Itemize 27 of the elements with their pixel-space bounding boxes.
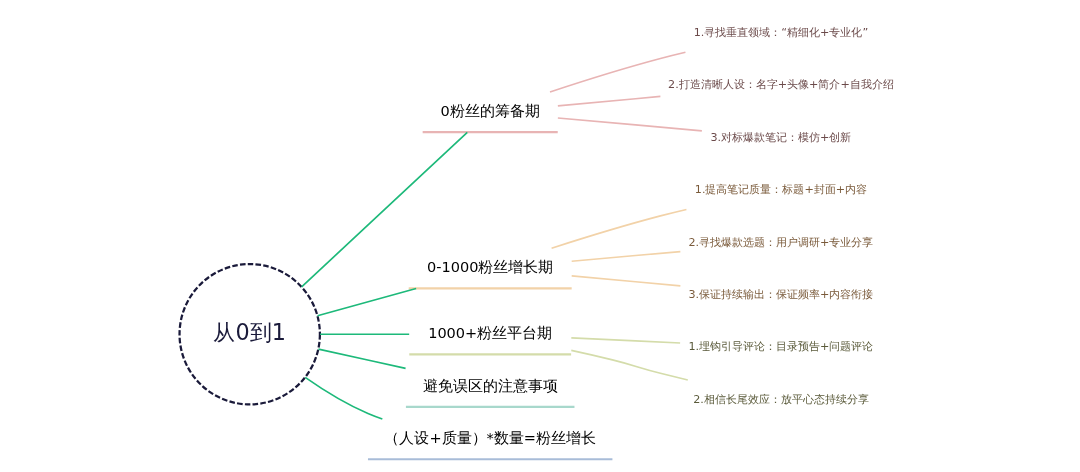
- connector: [316, 287, 417, 317]
- connector: [300, 131, 468, 288]
- connector: [569, 349, 689, 381]
- connector: [317, 348, 406, 370]
- connector: [550, 208, 687, 250]
- node-circle: 从0到1: [177, 262, 321, 406]
- node-text: 0粉丝的筹备期: [440, 102, 540, 119]
- node-text: 1000+粉丝平台期: [427, 325, 552, 342]
- connector: [303, 376, 383, 420]
- node-text: 2.打造清晰人设：名字+头像+简介+自我介绍: [667, 78, 894, 92]
- node-text: 1.提高笔记质量：标题+封面+内容: [694, 183, 867, 197]
- node-text: 1.埋钩引导评论：目录预告+问题评论: [687, 340, 873, 354]
- node-text: 0-1000粉丝增长期: [426, 259, 553, 276]
- connector: [548, 51, 686, 93]
- node-text: 1.寻找垂直领域：“精细化+专业化”: [693, 25, 868, 39]
- connector: [570, 275, 681, 287]
- connector: [556, 117, 703, 132]
- node-text: 3.对标爆款笔记：模仿+创新: [709, 130, 851, 144]
- node-text: 3.保证持续输出：保证频率+内容衔接: [687, 287, 873, 301]
- node-text: 避免误区的注意事项: [422, 377, 558, 394]
- node-text: 2.寻找爆款选题：用户调研+专业分享: [687, 235, 873, 249]
- connector: [570, 250, 681, 263]
- connector: [318, 333, 410, 336]
- node-text: 2.相信长尾效应：放平心态持续分享: [692, 392, 869, 406]
- connector: [569, 337, 681, 344]
- connector: [556, 95, 661, 107]
- node-text: （人设+质量）*数量=粉丝增长: [383, 429, 596, 446]
